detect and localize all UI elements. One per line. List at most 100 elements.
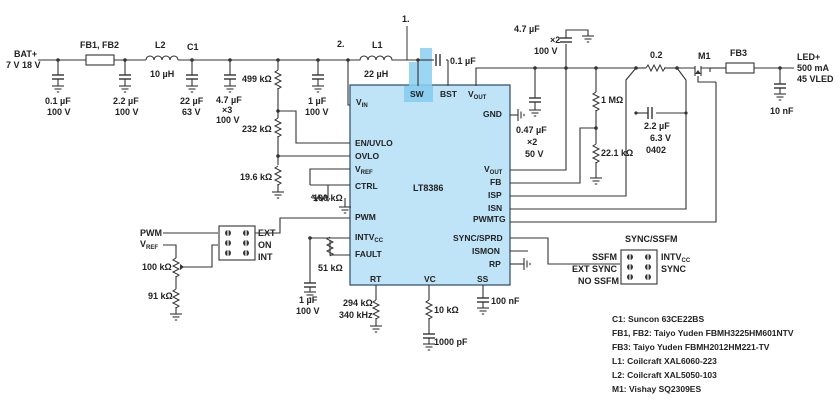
- sync-no-ssfm: NO SSFM: [578, 276, 619, 286]
- r1m-value: 1 MΩ: [601, 95, 623, 105]
- css-value: 100 nF: [491, 296, 520, 306]
- rrt-frequency: 340 kHz: [339, 310, 373, 320]
- led-current: 500 mA: [797, 63, 830, 73]
- l2-value: 10 µH: [150, 69, 174, 79]
- sync-ext-sync: EXT SYNC: [572, 264, 618, 274]
- cisp-rating: 6.3 V: [650, 133, 671, 143]
- sw-pin-highlight: [404, 86, 433, 102]
- ic-lt8386: LT8386 VIN EN/UVLO OVLO VREF CTRL PWM IN…: [349, 84, 511, 286]
- bottom-pins-network: 294 kΩ 340 kHz 10 kΩ 1000 pF 100 nF: [339, 285, 520, 351]
- cin3-rating: 63 V: [182, 107, 201, 117]
- pin-pwm: PWM: [355, 212, 376, 222]
- sync-ssfm: SSFM: [592, 252, 617, 262]
- input-rail: BAT+ 7 V 18 V FB1, FB2 L2 10 µH 0.1 µF 1…: [6, 39, 418, 199]
- legend-line-2: FB1, FB2: Taiyo Yuden FBMH3225HM601NTV: [612, 328, 794, 338]
- pin-bst: BST: [440, 89, 458, 99]
- pin-vout-top: VOUT: [468, 89, 487, 101]
- r196-value: 19.6 kΩ: [240, 172, 272, 182]
- legend-line-1: C1: Suncon 63CE22BS: [612, 314, 704, 324]
- sync-title: SYNC/SSFM: [625, 234, 678, 244]
- cin2-rating: 100 V: [115, 107, 139, 117]
- output-section: 4.7 µF ×2 100 V 0.47 µF ×2 50 V 1 MΩ 22.…: [475, 24, 834, 223]
- marker-2: 2.: [337, 39, 345, 49]
- pin-en-uvlo: EN/UVLO: [355, 138, 393, 148]
- pin-rt: RT: [370, 274, 382, 284]
- cvc-value: 1000 pF: [434, 337, 468, 347]
- l2-label: L2: [155, 40, 166, 50]
- ic-name: LT8386: [413, 183, 443, 193]
- cin5-rating: 100 V: [305, 107, 329, 117]
- cisp-package: 0402: [646, 145, 666, 155]
- sync-sync: SYNC: [661, 264, 687, 274]
- cin5-value: 1 µF: [308, 96, 327, 106]
- r232-value: 232 kΩ: [242, 124, 272, 134]
- jumper-block-pwm[interactable]: [218, 225, 256, 261]
- cintvcc-value: 1 µF: [299, 295, 318, 305]
- cin4-value: 4.7 µF: [216, 95, 242, 105]
- m1-label: M1: [698, 51, 711, 61]
- ferrite-bead-fb3: [725, 62, 755, 74]
- pin-fault: FAULT: [355, 249, 383, 259]
- cout-rating: 100 V: [534, 46, 558, 56]
- input-voltage: 7 V 18 V: [6, 60, 41, 70]
- l1-value: 22 µH: [364, 69, 388, 79]
- pin-ss: SS: [477, 274, 489, 284]
- vref-input-label: VREF: [140, 239, 158, 251]
- cout2-count: ×2: [527, 137, 537, 147]
- fb12-label: FB1, FB2: [80, 40, 119, 50]
- pin-ovlo: OVLO: [355, 151, 379, 161]
- cout-value: 4.7 µF: [514, 24, 540, 34]
- parts-legend: C1: Suncon 63CE22BS FB1, FB2: Taiyo Yude…: [612, 314, 794, 394]
- ferrite-bead-fb1-fb2: [85, 54, 115, 66]
- c1-label: C1: [187, 42, 199, 52]
- cin2-value: 2.2 µF: [113, 96, 139, 106]
- r499-value: 499 kΩ: [242, 74, 272, 84]
- cin3-value: 22 µF: [180, 96, 204, 106]
- cout2-value: 0.47 µF: [516, 125, 547, 135]
- cin1-value: 0.1 µF: [45, 96, 71, 106]
- pin-gnd: GND: [483, 109, 502, 119]
- cout-count: ×2: [550, 35, 560, 45]
- pwm-network: PWM VREF 100 kΩ 91 kΩ EXT ON INT: [140, 217, 350, 321]
- legend-line-5: L2: Coilcraft XAL5050-103: [612, 370, 717, 380]
- pin-vref: VREF: [355, 164, 373, 176]
- cbst-value: 0.1 µF: [450, 56, 476, 66]
- pin-isp: ISP: [488, 190, 502, 200]
- r221-value: 22.1 kΩ: [601, 148, 633, 158]
- jumper-block-sync[interactable]: [620, 249, 658, 285]
- pwm-input-label: PWM: [140, 228, 162, 238]
- legend-line-6: M1: Vishay SQ2309ES: [612, 384, 701, 394]
- rsense-value: 0.2: [650, 50, 663, 60]
- pin-vc: VC: [424, 274, 436, 284]
- fb3-label: FB3: [730, 48, 747, 58]
- rrt-value: 294 kΩ: [343, 298, 373, 308]
- cisp-value: 2.2 µF: [644, 121, 670, 131]
- r100k-ctrl-value: 100 kΩ: [313, 193, 343, 203]
- jumper-int: INT: [258, 252, 273, 262]
- pin-ismon: ISMON: [472, 246, 500, 256]
- inductor-l1: [348, 55, 418, 61]
- led-label: LED+: [797, 52, 820, 62]
- sw-node: 1. 0.1 µF: [402, 14, 476, 86]
- r91k-value: 91 kΩ: [148, 291, 173, 301]
- inductor-l2: [145, 55, 179, 61]
- cin4-count: ×3: [222, 105, 232, 115]
- sync-intvcc: INTVCC: [661, 252, 691, 264]
- pin-isn: ISN: [488, 203, 502, 213]
- sync-network: SYNC/SSFM SSFM EXT SYNC NO SSFM INTVCC S…: [510, 234, 691, 286]
- pin-fb: FB: [490, 177, 501, 187]
- pin-rp: RP: [489, 259, 501, 269]
- rvc-value: 10 kΩ: [434, 305, 459, 315]
- ctrl-network: 100 kΩ: [309, 168, 352, 214]
- pin-pwmtg: PWMTG: [473, 214, 506, 224]
- legend-line-4: L1: Coilcraft XAL6060-223: [612, 356, 717, 366]
- intvcc-fault-network: 1 µF 100 V 51 kΩ: [296, 236, 350, 316]
- r51k-value: 51 kΩ: [318, 263, 343, 273]
- ic-body: [349, 84, 511, 286]
- l1-label: L1: [372, 40, 383, 50]
- led-voltage: 45 VLED: [797, 74, 834, 84]
- jumper-on: ON: [258, 240, 272, 250]
- pin-sw: SW: [410, 89, 425, 99]
- pin-vin: VIN: [356, 97, 368, 109]
